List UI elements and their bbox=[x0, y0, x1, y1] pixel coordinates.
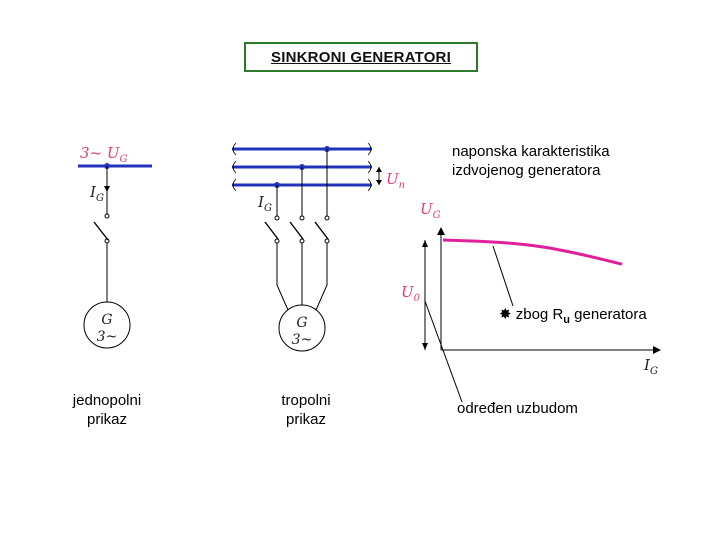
excitation-note: određen uzbudom bbox=[457, 400, 578, 417]
bus-end-left-2 bbox=[232, 160, 237, 174]
line-voltage-label: Un bbox=[386, 170, 405, 191]
x-axis-label: IG bbox=[643, 356, 658, 377]
single-line-diagram: 3~ UG IG G 3~ bbox=[78, 144, 152, 349]
single-generator-letter: G bbox=[101, 312, 112, 328]
voltage-characteristic-chart: UG IG U0 bbox=[401, 200, 661, 403]
characteristic-title-line1: naponska karakteristika bbox=[452, 143, 610, 160]
three-line-diagram: Un IG G 3~ bbox=[232, 142, 405, 352]
single-line-caption-2: prikaz bbox=[86, 411, 127, 428]
single-generator-symbol bbox=[83, 301, 131, 349]
droop-annotation-sub: u bbox=[563, 314, 571, 326]
voltage-curve bbox=[442, 238, 623, 266]
excitation-pointer-line bbox=[424, 300, 463, 403]
droop-pointer-line bbox=[492, 245, 514, 307]
u0-arrow-top bbox=[422, 240, 428, 247]
single-line-caption-1: jednopolni bbox=[72, 392, 142, 409]
switch-blade bbox=[93, 221, 109, 241]
title-box: SINKRONI GENERATORI bbox=[244, 42, 478, 72]
characteristic-title: naponska karakteristika izdvojenog gener… bbox=[452, 142, 610, 180]
current-arrow bbox=[104, 186, 110, 192]
bus-end-right-2 bbox=[367, 160, 372, 174]
droop-annotation-prefix: zbog R bbox=[515, 306, 564, 323]
star-icon: ✸ bbox=[499, 306, 512, 323]
single-bus-label: 3~ UG bbox=[80, 144, 128, 165]
three-line-caption: tropolni prikaz bbox=[256, 391, 356, 429]
bus-end-right-1 bbox=[367, 142, 372, 156]
bus-end-left-3 bbox=[232, 178, 237, 192]
u0-arrow-bottom bbox=[422, 343, 428, 350]
voltage-dim-arrow-bottom bbox=[376, 180, 382, 185]
three-generator-letter: G bbox=[296, 315, 307, 331]
three-current-label: IG bbox=[257, 193, 272, 214]
phase-conductor-1 bbox=[264, 185, 289, 311]
characteristic-title-line2: izdvojenog generatora bbox=[452, 162, 601, 179]
three-generator-symbol bbox=[278, 304, 326, 352]
three-generator-phase: 3~ bbox=[292, 332, 313, 348]
u0-label: U0 bbox=[401, 283, 421, 304]
droop-annotation: ✸ zbog Ru generatora bbox=[499, 305, 647, 330]
bus-end-right-3 bbox=[367, 178, 372, 192]
single-line-caption: jednopolni prikaz bbox=[52, 391, 162, 429]
voltage-dim-arrow-top bbox=[376, 167, 382, 172]
phase-conductor-2 bbox=[289, 167, 305, 305]
y-axis-label: UG bbox=[420, 200, 441, 221]
page-title: SINKRONI GENERATORI bbox=[271, 48, 451, 66]
single-current-label: IG bbox=[89, 183, 104, 204]
switch-contact-top bbox=[104, 213, 110, 219]
three-line-caption-1: tropolni bbox=[281, 392, 331, 409]
phase-conductor-3 bbox=[314, 149, 330, 311]
bus-end-left-1 bbox=[232, 142, 237, 156]
single-generator-phase: 3~ bbox=[97, 329, 118, 345]
droop-annotation-suffix: generatora bbox=[570, 306, 647, 323]
three-line-caption-2: prikaz bbox=[285, 411, 326, 428]
